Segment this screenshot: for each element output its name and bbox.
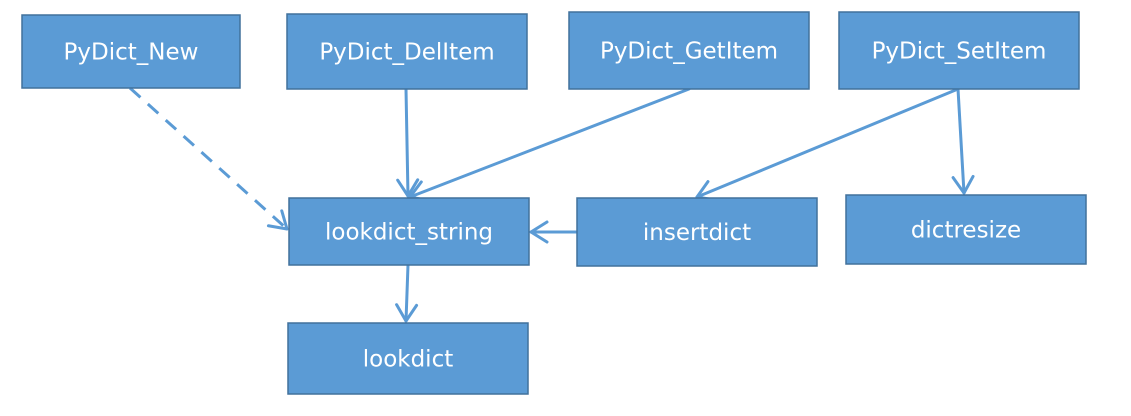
node-label: dictresize <box>911 218 1021 244</box>
node-pydict-setitem: PyDict_SetItem <box>838 11 1080 90</box>
arrowhead <box>266 209 289 231</box>
edge-insertdict-to-lookdict-string <box>529 220 579 244</box>
node-label: PyDict_New <box>64 40 199 66</box>
node-lookdict: lookdict <box>287 322 529 395</box>
node-box <box>288 197 530 266</box>
node-box <box>21 14 241 89</box>
node-lookdict-string: lookdict_string <box>288 197 530 266</box>
node-pydict-delitem: PyDict_DelItem <box>286 13 528 90</box>
edge-pydict-setitem-to-dictresize <box>951 87 975 195</box>
node-box <box>576 197 818 267</box>
node-box <box>568 11 810 90</box>
edge-line <box>695 87 960 199</box>
edge-pydict-getitem-to-lookdict-string <box>408 87 691 203</box>
edge-line <box>128 86 289 231</box>
edge-line <box>956 87 966 195</box>
node-label: lookdict <box>363 347 454 373</box>
arrowhead <box>951 174 975 195</box>
edges-layer <box>128 86 975 323</box>
node-box <box>286 13 528 90</box>
edge-pydict-delitem-to-lookdict-string <box>396 87 420 198</box>
node-pydict-getitem: PyDict_GetItem <box>568 11 810 90</box>
node-label: PyDict_DelItem <box>319 40 494 66</box>
arrowhead <box>396 178 420 198</box>
arrowhead <box>395 303 419 323</box>
node-pydict-new: PyDict_New <box>21 14 241 89</box>
node-insertdict: insertdict <box>576 197 818 267</box>
arrowhead <box>529 220 549 244</box>
edge-line <box>404 87 410 198</box>
node-box <box>845 194 1087 265</box>
node-box <box>838 11 1080 90</box>
edge-line <box>408 87 691 199</box>
node-dictresize: dictresize <box>845 194 1087 265</box>
node-label: PyDict_GetItem <box>600 39 778 65</box>
edge-line <box>404 263 410 323</box>
node-label: insertdict <box>643 220 751 246</box>
nodes-layer: PyDict_New PyDict_DelItem PyDict_GetItem Py… <box>21 11 1087 395</box>
node-label: lookdict_string <box>325 220 493 246</box>
node-label: PyDict_SetItem <box>872 39 1047 65</box>
edge-pydict-setitem-to-insertdict <box>695 87 960 202</box>
edge-pydict-new-to-lookdict-string <box>128 86 289 231</box>
edge-lookdict-string-to-lookdict <box>395 263 419 323</box>
node-box <box>287 322 529 395</box>
